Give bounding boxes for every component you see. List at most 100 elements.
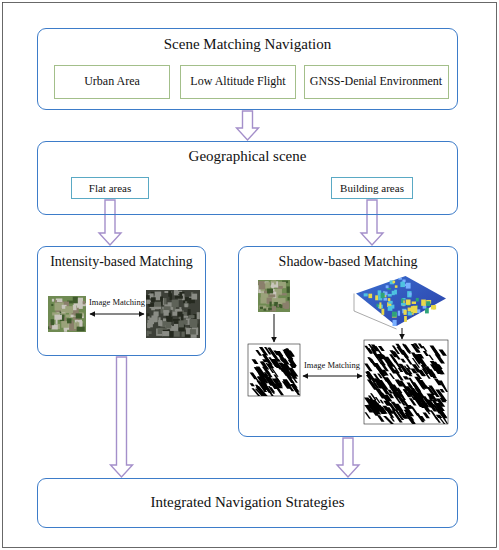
image-texture — [76, 322, 82, 328]
image-texture — [146, 300, 150, 304]
box-label: GNSS-Denial Environment — [310, 75, 442, 89]
surface-peak — [406, 299, 411, 304]
image-texture — [175, 296, 183, 299]
shadow-blob — [413, 346, 417, 349]
surface-peak — [388, 294, 392, 297]
surface-peak — [411, 306, 413, 312]
shadow-blob — [364, 346, 372, 354]
surface-peak — [393, 320, 397, 326]
shadow-blob — [265, 370, 271, 374]
surface-peak — [426, 301, 430, 306]
shadow-blob — [417, 396, 426, 404]
image-texture — [148, 321, 154, 324]
surface-peak — [403, 310, 406, 315]
image-texture — [163, 318, 166, 321]
shadow-blob — [378, 357, 386, 365]
shadow-blob — [390, 417, 395, 422]
image-texture — [158, 320, 162, 326]
satellite-image — [48, 296, 86, 332]
shadow-blob — [283, 359, 290, 365]
image-texture — [61, 309, 68, 313]
image-texture — [269, 302, 271, 307]
shadow-blob — [413, 343, 420, 349]
shadow-blob — [416, 413, 425, 422]
image-texture — [271, 281, 278, 287]
image-texture — [189, 315, 195, 318]
image-texture — [282, 303, 289, 308]
surface-peak — [388, 307, 391, 309]
shadow-blob — [372, 400, 380, 407]
shadow-blob — [389, 350, 398, 357]
shadow-blob — [428, 355, 434, 361]
shadow-blob — [272, 359, 283, 370]
shadow-blob — [289, 364, 296, 368]
image-texture — [54, 315, 62, 320]
shadow-blob — [262, 359, 268, 362]
condition-box: Low Altitude Flight — [180, 65, 296, 99]
surface-peak — [413, 306, 418, 310]
shadow-blob — [411, 382, 421, 390]
shadow-blob — [250, 383, 255, 386]
box-title: Intensity-based Matching — [50, 254, 193, 270]
shadow-blob — [400, 359, 406, 363]
shadow-blob — [369, 404, 375, 409]
condition-box: GNSS-Denial Environment — [304, 65, 449, 99]
image-texture — [165, 322, 171, 328]
surface-peak — [381, 309, 384, 315]
image-texture — [52, 299, 54, 302]
image-texture — [179, 321, 184, 328]
shadow-blob — [260, 382, 270, 390]
process-arrow — [402, 328, 403, 339]
surface-peak — [412, 301, 416, 303]
shadow-blob — [289, 373, 297, 379]
image-texture — [162, 331, 169, 336]
shadow-blob — [377, 415, 385, 421]
image-texture — [147, 331, 149, 336]
shadow-blob — [289, 379, 297, 388]
image-texture — [168, 291, 171, 297]
surface-peak — [401, 303, 406, 306]
box-title: Scene Matching Navigation — [164, 36, 331, 53]
image-texture — [190, 320, 198, 327]
surface-peak — [384, 298, 388, 301]
surface-peak — [388, 298, 391, 301]
shadow-blob — [250, 373, 258, 380]
surface-peak — [392, 312, 397, 317]
surface-peak — [381, 293, 385, 298]
surface-peak — [425, 308, 429, 313]
shadow-blob — [423, 351, 429, 356]
shadow-blob — [438, 349, 446, 355]
shadow-blob — [367, 357, 373, 363]
box-label: Flat areas — [89, 182, 131, 195]
box-label: Building areas — [340, 182, 404, 195]
image-texture — [83, 301, 85, 304]
image-texture — [55, 303, 61, 311]
image-texture — [164, 306, 171, 310]
shadow-blob — [415, 349, 420, 352]
frame-border — [3, 3, 497, 548]
shadow-blob — [422, 412, 429, 418]
shadow-blob — [380, 385, 385, 388]
image-texture — [280, 305, 282, 308]
shadow-blob — [365, 412, 371, 419]
shadow-blob — [418, 370, 426, 376]
shadow-map — [364, 340, 448, 424]
surface-peak — [386, 285, 389, 288]
surface-peak — [368, 294, 372, 298]
image-texture — [65, 315, 70, 318]
surface-peak — [406, 283, 411, 289]
box-label: Urban Area — [84, 75, 140, 89]
section-box: Scene Matching NavigationUrban Area Low A… — [37, 28, 458, 110]
shadow-blob — [422, 346, 428, 352]
image-texture — [51, 304, 53, 306]
image-texture — [272, 306, 276, 311]
surface-peak — [398, 278, 401, 280]
image-texture — [79, 321, 82, 327]
surface-axes — [354, 294, 397, 330]
shadow-blob — [389, 373, 395, 379]
image-texture — [184, 303, 189, 306]
surface-peak — [393, 281, 396, 284]
shadow-blob — [394, 404, 404, 411]
image-texture — [74, 322, 76, 329]
shadow-blob — [435, 403, 445, 411]
